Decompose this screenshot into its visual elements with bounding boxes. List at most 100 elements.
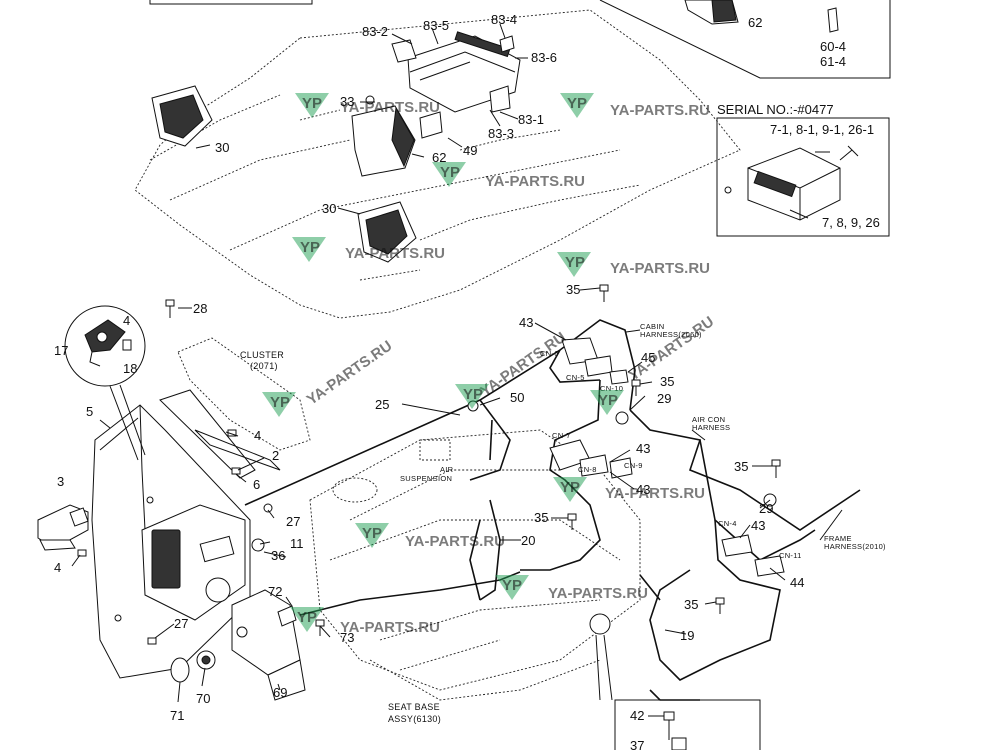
serial-box-unit [724,145,859,221]
callout-42: 42 [630,708,644,723]
seat-base-label: SEAT BASE [388,702,440,712]
top-right-panel [599,0,891,79]
callout-44: 44 [790,575,804,590]
callout-4-cluster: 4 [254,428,261,443]
connector-cn5: CN-5 [566,373,585,382]
callout-19: 19 [680,628,694,643]
callout-numbers: 83-2 83-5 83-4 83-6 83-1 83-3 33 49 62 6… [54,12,846,750]
callout-11: 11 [290,536,304,551]
work-lamp-upper [151,85,213,147]
watermark-2: YP YA-PARTS.RU [560,93,710,119]
callout-18: 18 [123,361,137,376]
callout-27-right: 27 [286,514,300,529]
watermark-logo: YP [362,525,382,542]
serial-box-title: SERIAL NO.:-#0477 [717,102,834,117]
callout-61-4: 61-4 [820,54,846,69]
watermarks: YP YA-PARTS.RU YP YA-PARTS.RU YP YA-PART… [262,93,717,636]
callout-5: 5 [86,404,93,419]
watermark-text: YA-PARTS.RU [485,173,585,190]
callout-35-cn10: 35 [660,374,674,389]
top-left-box-edge [149,0,313,5]
callout-35-right: 35 [734,459,748,474]
watermark-logo: YP [463,386,483,403]
watermark-10: YP [455,384,489,409]
watermark-text: YA-PARTS.RU [610,260,710,277]
watermark-text: YA-PARTS.RU [548,585,648,602]
callout-50: 50 [510,390,524,405]
callout-43-top: 43 [519,315,533,330]
aircon-harness-label: HARNESS [692,423,730,432]
left-console-panel [91,404,251,679]
radio-unit [365,31,521,113]
callout-28: 28 [193,301,207,316]
seat-outline [309,429,641,701]
bracket-3 [37,504,89,551]
watermark-14: YP YA-PARTS.RU [495,575,648,602]
callout-83-5: 83-5 [423,18,449,33]
serial-box-frame [716,117,890,237]
callout-17: 17 [54,343,68,358]
connector-cn6: CN-6 [540,349,559,358]
watermark-4: YP YA-PARTS.RU [292,237,445,262]
callout-43-cn9: 43 [636,441,650,456]
callout-73: 73 [340,630,354,645]
lower-brackets [170,503,306,701]
watermark-1: YP YA-PARTS.RU [295,93,440,118]
connector-cn10: CN-10 [600,384,623,393]
callout-35-top: 35 [566,282,580,297]
callout-72: 72 [268,584,282,599]
callout-35-bottom: 35 [684,597,698,612]
leader-lines [71,23,843,717]
watermark-text: YA-PARTS.RU [340,99,440,116]
callout-37: 37 [630,738,644,750]
callout-29-upper: 29 [657,391,671,406]
frame-harness-label: HARNESS(2010) [824,542,886,551]
air-label: AIR [440,465,454,474]
callout-25: 25 [375,397,389,412]
callout-43-lower: 43 [636,482,650,497]
cabin-harness-label: HARNESS(2060) [640,330,702,339]
bottom-right-box [614,699,761,750]
connector-cn11: CN-11 [779,551,802,560]
callout-71: 71 [170,708,184,723]
watermark-logo: YP [302,95,322,112]
callout-27-left: 27 [174,616,188,631]
top-right-parts [684,0,839,33]
callout-4-bubble: 4 [123,313,130,328]
suspension-label: SUSPENSION [400,474,452,483]
callout-2: 2 [272,448,279,463]
watermark-text: YA-PARTS.RU [405,533,505,550]
callout-33: 33 [340,94,354,109]
watermark-logo: YP [297,609,317,626]
callout-36: 36 [271,548,285,563]
callout-35-seat: 35 [534,510,548,525]
callout-4-left: 4 [54,560,61,575]
callout-30-upper: 30 [215,140,229,155]
watermark-3: YP YA-PARTS.RU [432,162,585,190]
watermark-logo: YP [270,394,290,411]
watermark-logo: YP [502,577,522,594]
seat-base-assy-label: ASSY(6130) [388,714,441,724]
connector-cn7: CN-7 [552,431,571,440]
callout-20: 20 [521,533,535,548]
watermark-15: YP YA-PARTS.RU [290,607,440,636]
connector-cn8: CN-8 [578,465,597,474]
watermark-text: YA-PARTS.RU [345,245,445,262]
watermark-text: YA-PARTS.RU [610,102,710,119]
callout-83-3: 83-3 [488,126,514,141]
watermark-12: YP YA-PARTS.RU [553,477,705,502]
cluster-outline [159,337,311,479]
speaker-box [351,105,443,177]
watermark-logo: YP [567,95,587,112]
callout-70: 70 [196,691,210,706]
callout-62-top: 62 [748,15,762,30]
watermark-logo: YP [300,239,320,256]
callout-3: 3 [57,474,64,489]
callout-29-lower: 29 [759,501,773,516]
aircon-label: AIR CON [692,415,725,424]
callout-69: 69 [273,685,287,700]
callout-45: 45 [641,350,655,365]
cluster-label: CLUSTER [240,350,284,360]
callout-43-cn4: 43 [751,518,765,533]
